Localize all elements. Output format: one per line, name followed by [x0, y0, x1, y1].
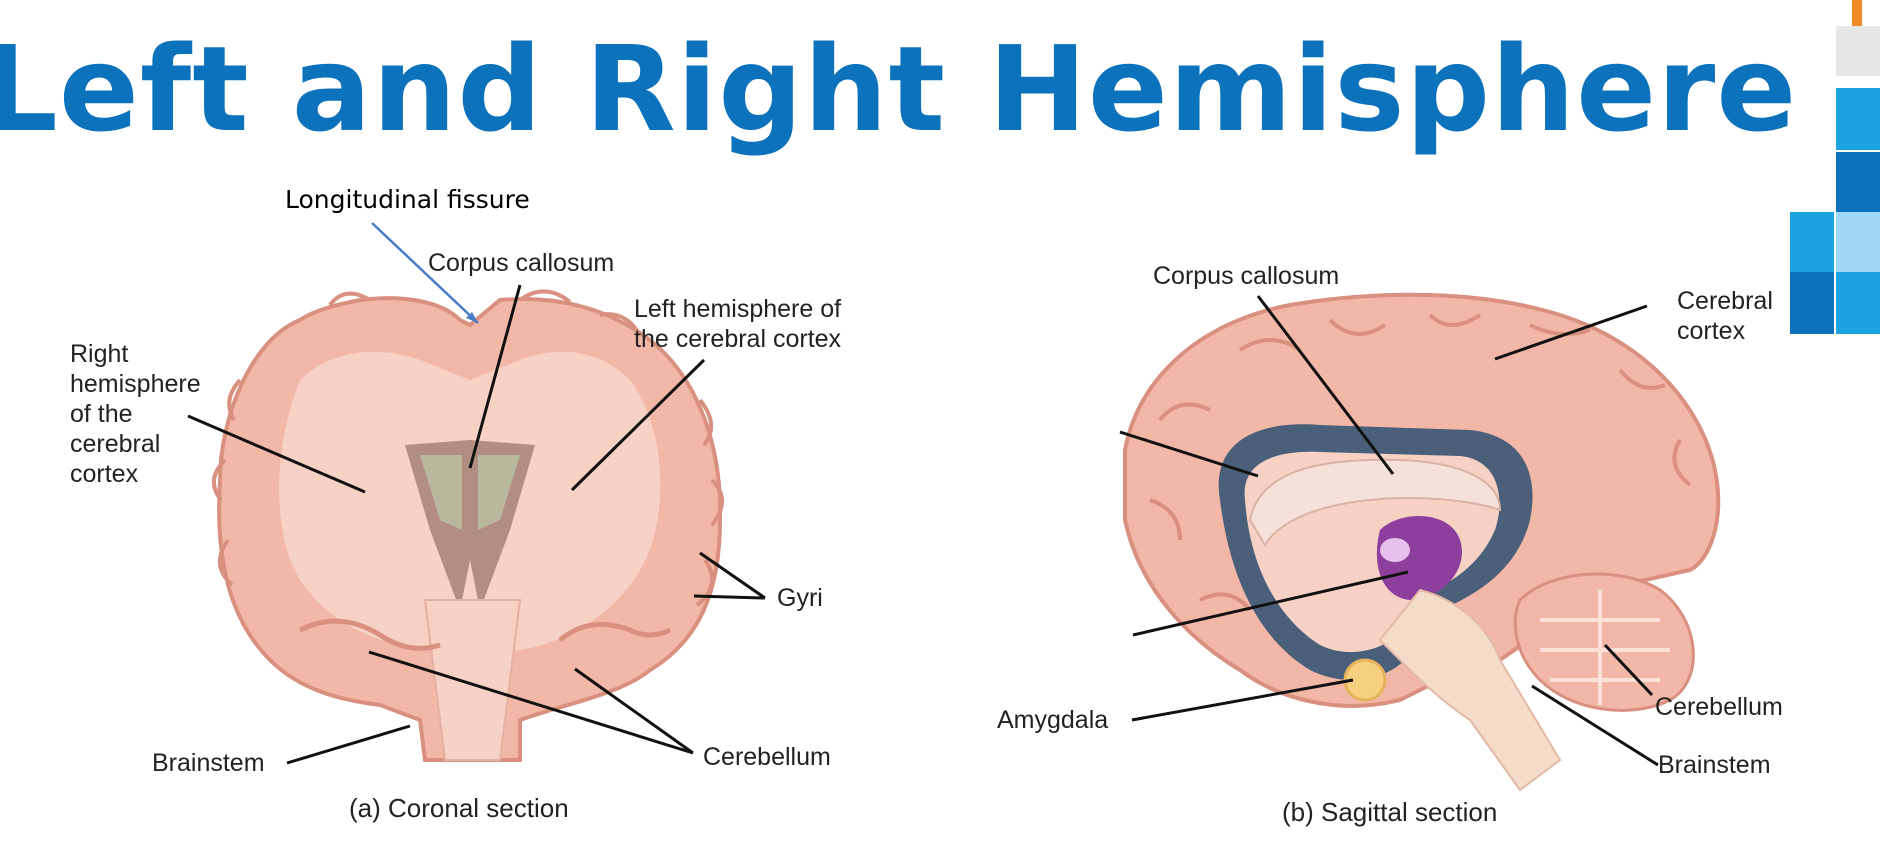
label-sagittal-brainstem: Brainstem: [1658, 751, 1771, 779]
label-gyri: Gyri: [777, 584, 823, 612]
label-amygdala: Amygdala: [997, 706, 1109, 734]
corner-decoration: [1790, 0, 1880, 334]
label-cerebral-cortex: Cerebral cortex: [1677, 287, 1773, 345]
sagittal-brain-illustration: [1123, 292, 1721, 792]
label-sagittal-corpus-callosum: Corpus callosum: [1153, 262, 1340, 290]
slide-title: Left and Right Hemisphere: [0, 20, 1798, 158]
sagittal-leader-lines: [1119, 295, 1659, 767]
caption-coronal-section: (a) Coronal section: [349, 793, 569, 823]
coronal-leader-lines: [187, 222, 766, 765]
caption-sagittal-section: (b) Sagittal section: [1282, 797, 1498, 827]
label-left-hemisphere: Left hemisphere of the cerebral cortex: [634, 295, 842, 353]
label-longitudinal-fissure: Longitudinal fissure: [285, 185, 530, 214]
label-right-hemisphere: Right hemisphere of the cerebral cortex: [70, 340, 201, 488]
label-coronal-corpus-callosum: Corpus callosum: [428, 249, 615, 277]
label-coronal-cerebellum: Cerebellum: [703, 743, 831, 771]
label-sagittal-cerebellum: Cerebellum: [1655, 693, 1783, 721]
coronal-brain-illustration: [212, 289, 724, 762]
label-coronal-brainstem: Brainstem: [152, 749, 265, 777]
